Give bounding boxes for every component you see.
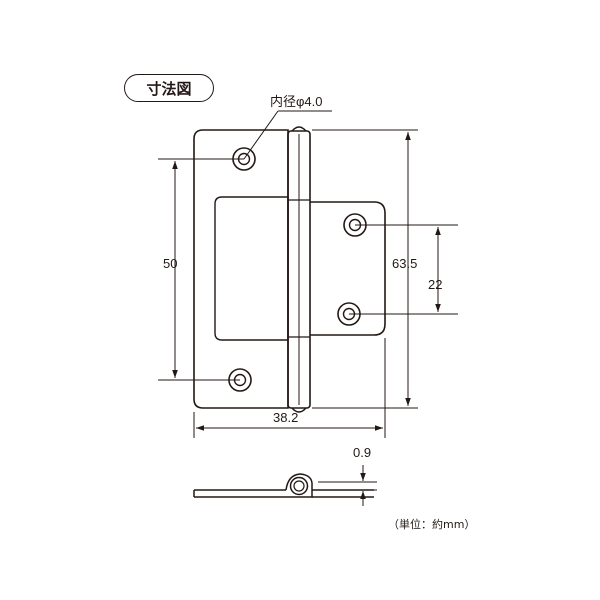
- right-hole-spacing-label: 22: [428, 277, 442, 292]
- dimension-total-height: 63.5: [312, 129, 418, 409]
- unit-note: （単位：約mm）: [388, 518, 476, 531]
- pin-top: [291, 126, 307, 132]
- left-hole-spacing-label: 50: [163, 256, 177, 271]
- left-leaf-recess: [214, 196, 289, 341]
- dimension-right-hole-spacing: 22: [349, 224, 458, 315]
- left-leaf: [193, 129, 289, 409]
- diagram-title: 寸法図: [146, 79, 192, 98]
- thickness-label: 0.9: [353, 445, 371, 460]
- right-leaf: [310, 201, 386, 336]
- dimension-left-hole-spacing: 50: [158, 158, 244, 381]
- hinge-knuckle: [287, 130, 311, 409]
- total-width-label: 38.2: [273, 410, 298, 425]
- hole-diameter-label: 内径φ4.0: [270, 94, 323, 109]
- dimension-thickness: 0.9: [318, 445, 377, 506]
- title-badge: 寸法図: [124, 74, 214, 102]
- hinge-side-view: [193, 473, 374, 498]
- total-height-label: 63.5: [392, 256, 417, 271]
- dimension-total-width: 38.2: [193, 338, 386, 438]
- pin-bottom: [291, 407, 307, 413]
- hole-diameter-callout: 内径φ4.0: [243, 94, 332, 160]
- hinge-front-view: [193, 126, 386, 413]
